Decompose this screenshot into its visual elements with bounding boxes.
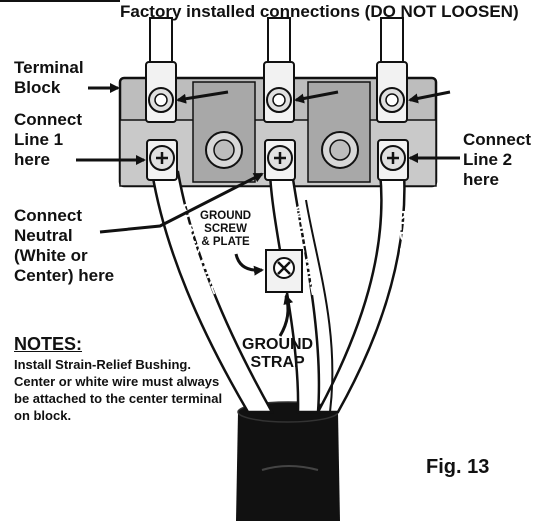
arrow-factory-3 [408,90,451,104]
factory-wire-stubs [149,17,404,67]
line-lugs [146,139,409,181]
connect-neutral-label: Connect Neutral (White or Center) here [14,206,115,286]
figure-label: Fig. 13 [426,456,490,478]
ground-strap-label: GROUND STRAP [242,336,314,372]
notes-body: Install Strain-Relief Bushing. Center or… [14,357,223,423]
title-underline [0,0,120,2]
notes-heading: NOTES: [14,334,83,354]
connect-line1-label: Connect Line 1 here [14,110,82,170]
terminal-block-label: Terminal Block [14,58,84,98]
ground-screw-plate [265,249,303,293]
arrow-neutral [99,172,264,234]
ground-screw-plate-label: GROUND SCREW & PLATE [200,210,252,249]
arrow-factory-2 [294,90,339,104]
factory-connections-label: Factory installed connections (DO NOT LO… [120,2,519,21]
arrow-ground-strap [278,294,294,337]
red-wire-label: RED WIRE [396,210,413,285]
factory-lugs [145,61,408,123]
arrow-factory-1 [176,90,229,104]
arrow-ground-screw [234,253,264,276]
arrows [76,83,460,337]
cable-sheath [236,401,340,521]
connect-line2-label: Connect Line 2 here [463,130,531,190]
